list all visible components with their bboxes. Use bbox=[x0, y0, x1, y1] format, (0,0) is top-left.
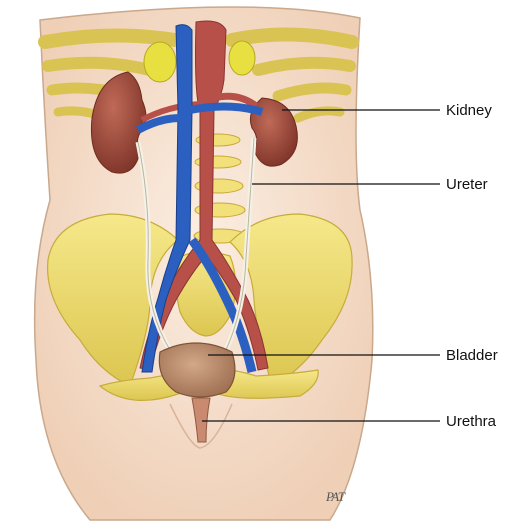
renal-artery-left bbox=[140, 101, 201, 123]
renal-vein-left bbox=[136, 114, 181, 134]
leader-lines bbox=[202, 109, 440, 422]
label-bladder: Bladder bbox=[446, 347, 498, 364]
inferior-vena-cava bbox=[141, 24, 193, 373]
renal-vein-right bbox=[189, 102, 264, 116]
urethra bbox=[191, 397, 211, 443]
artist-signature: PAT bbox=[326, 489, 345, 504]
label-ureter: Ureter bbox=[446, 176, 488, 193]
ureter-right-outline bbox=[225, 137, 255, 351]
adrenal-gland-left bbox=[143, 41, 177, 83]
adrenal-gland-right bbox=[228, 40, 256, 76]
ureter-left-outline bbox=[137, 141, 171, 351]
renal-artery-right bbox=[213, 92, 259, 109]
label-urethra: Urethra bbox=[446, 413, 497, 430]
pubic-outline bbox=[169, 403, 233, 449]
kidney-right bbox=[249, 97, 298, 167]
label-kidney: Kidney bbox=[446, 102, 492, 119]
bladder bbox=[158, 342, 236, 398]
